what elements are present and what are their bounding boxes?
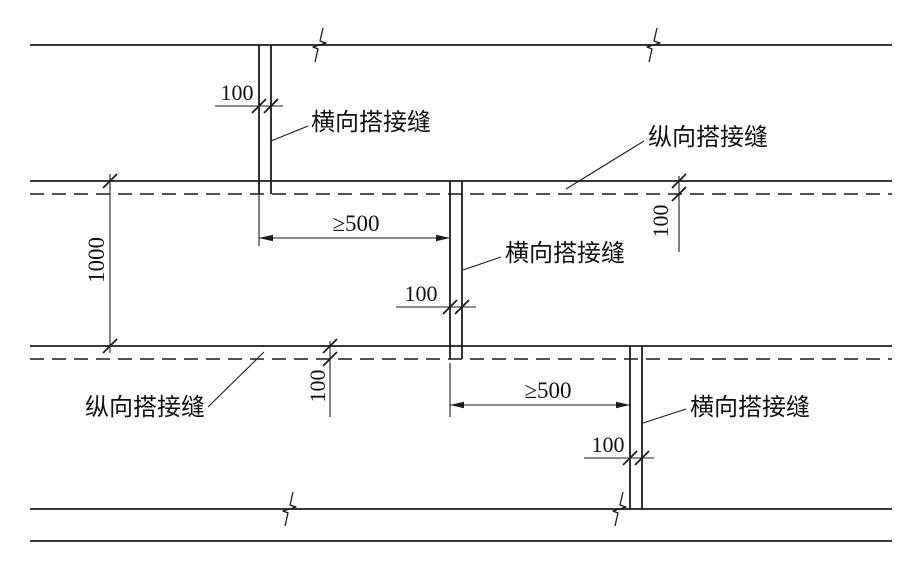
- dim-mid-left-lap-100: 100: [305, 338, 338, 417]
- label-transverse-seam-middle: 横向搭接缝: [505, 240, 625, 267]
- dimension-tick: [251, 98, 267, 114]
- dimension-value: 100: [221, 80, 254, 105]
- arrowhead-icon: [259, 234, 273, 242]
- dim-top-lap-100: 100: [215, 80, 283, 114]
- dim-right-lap-100: 100: [648, 173, 687, 252]
- dimension-tick: [454, 299, 470, 315]
- dimension-tick: [634, 450, 650, 466]
- arrowhead-icon: [450, 401, 464, 409]
- dim-bottom-min-spacing-500: ≥500: [449, 363, 630, 417]
- dim-bottom-lap-100: 100: [584, 432, 654, 466]
- dim-sheet-width-1000: 1000: [84, 173, 118, 354]
- label-transverse-seam-bottom: 横向搭接缝: [690, 394, 810, 421]
- dimension-value: 100: [305, 370, 330, 403]
- dimension-value: 100: [648, 205, 673, 238]
- dimension-tick: [622, 450, 638, 466]
- sheet-edges: [30, 44, 892, 542]
- label-longitudinal-seam-top-right: 纵向搭接缝: [648, 124, 768, 151]
- dimension-tick: [671, 186, 687, 202]
- dimension-tick: [102, 338, 118, 354]
- arrowhead-icon: [436, 234, 450, 242]
- dimension-tick: [442, 299, 458, 315]
- dim-top-min-spacing-500: ≥500: [258, 194, 450, 246]
- leader-line: [565, 140, 645, 190]
- dimension-value: ≥500: [332, 211, 379, 236]
- dimension-tick: [263, 98, 279, 114]
- label-longitudinal-seam-bottom-left: 纵向搭接缝: [85, 394, 205, 421]
- dimension-tick: [322, 338, 338, 354]
- break-mark-icon: [612, 491, 627, 527]
- leader-line: [462, 256, 502, 271]
- dimension-value: 100: [405, 281, 438, 306]
- label-transverse-seam-top: 横向搭接缝: [311, 109, 431, 136]
- dimension-value: ≥500: [524, 378, 571, 403]
- dim-mid-lap-100: 100: [396, 281, 476, 315]
- leader-line: [270, 125, 309, 142]
- break-mark-icon: [312, 27, 327, 63]
- labels: 横向搭接缝 纵向搭接缝 横向搭接缝 纵向搭接缝 横向搭接缝: [85, 109, 810, 424]
- dimension-tick: [671, 173, 687, 189]
- dimension-tick: [322, 351, 338, 367]
- arrowhead-icon: [616, 401, 630, 409]
- break-mark-icon: [282, 491, 297, 527]
- dimension-value: 100: [592, 432, 625, 457]
- leader-line: [207, 351, 265, 408]
- leader-line: [642, 408, 687, 424]
- dimension-tick: [102, 173, 118, 189]
- break-marks: [282, 27, 661, 527]
- break-mark-icon: [646, 27, 661, 63]
- transverse-seams: [258, 45, 643, 509]
- dimension-value: 1000: [84, 237, 109, 283]
